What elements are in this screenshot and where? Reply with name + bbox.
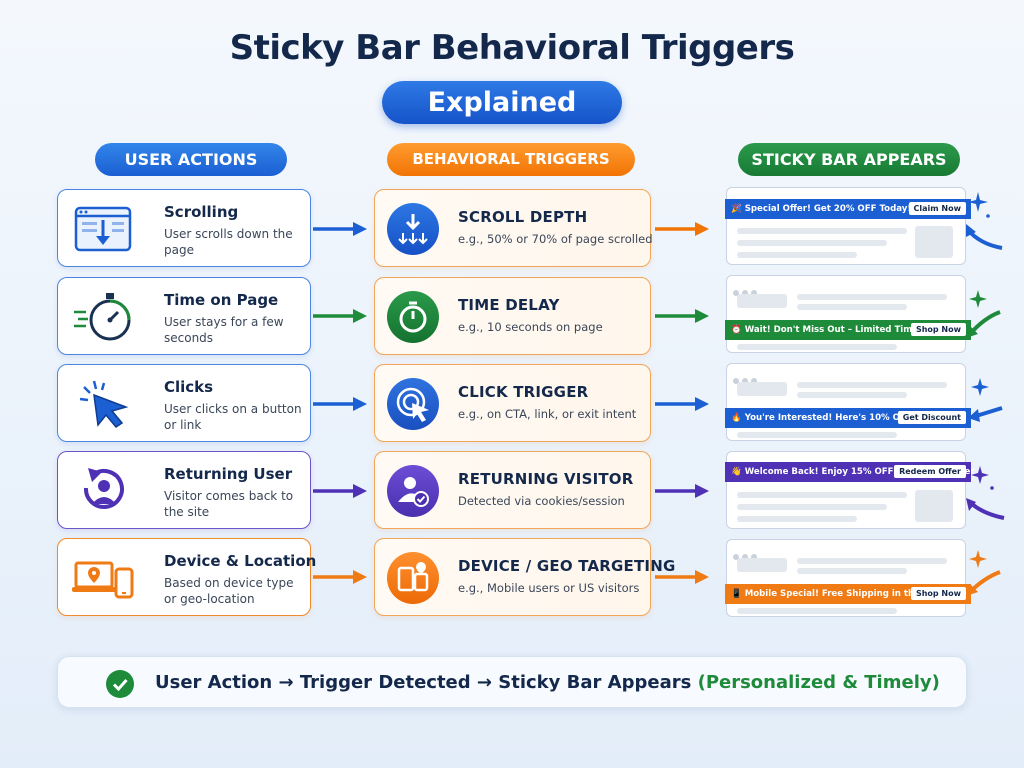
- user-action-desc: User stays for a few seconds: [164, 315, 284, 345]
- summary-footer: User Action → Trigger Detected → Sticky …: [57, 656, 967, 708]
- sparkle-icon: [966, 290, 1001, 338]
- trigger-desc: e.g., 10 seconds on page: [458, 320, 603, 334]
- column-header-sticky-bar: STICKY BAR APPEARS: [738, 143, 960, 176]
- sticky-bar-cta-button[interactable]: Shop Now: [910, 587, 966, 600]
- user-action-desc: User clicks on a button or link: [164, 402, 302, 432]
- trigger-title: SCROLL DEPTH: [458, 208, 588, 226]
- verified-user-icon: [387, 465, 439, 517]
- sticky-bar-text: 👋 Welcome Back! Enjoy 15% OFF Your Next …: [731, 467, 975, 477]
- trigger-card-device-geo-targeting: DEVICE / GEO TARGETING e.g., Mobile user…: [374, 538, 675, 616]
- summary-flow: User Action → Trigger Detected → Sticky …: [155, 672, 692, 693]
- sticky-bar: 🎉 Special Offer! Get 20% OFF Today! Clai…: [725, 199, 971, 219]
- user-action-title: Scrolling: [164, 203, 239, 221]
- sparkle-icon: [968, 378, 1003, 422]
- arrow-icon: [313, 222, 367, 236]
- sticky-bar-preview: 📱 Mobile Special! Free Shipping in the U…: [725, 539, 971, 617]
- sticky-bar-text: 🎉 Special Offer! Get 20% OFF Today!: [731, 204, 912, 214]
- trigger-card-click-trigger: CLICK TRIGGER e.g., on CTA, link, or exi…: [374, 364, 651, 442]
- sticky-bar-cta-button[interactable]: Get Discount: [897, 411, 966, 424]
- trigger-title: DEVICE / GEO TARGETING: [458, 557, 676, 575]
- user-action-card-returning-user: Returning User Visitor comes back to the…: [57, 451, 311, 529]
- cursor-click-icon: [72, 377, 134, 431]
- page-title: Sticky Bar Behavioral Triggers: [229, 28, 795, 68]
- arrow-icon: [655, 484, 709, 498]
- scroll-down-arrows-icon: [387, 203, 439, 255]
- sticky-bar-text: 🔥 You're Interested! Here's 10% OFF 🎉: [731, 413, 926, 423]
- sticky-bar: 📱 Mobile Special! Free Shipping in the U…: [725, 584, 971, 604]
- sparkle-icon: [966, 192, 1003, 250]
- sticky-bar-preview: 🔥 You're Interested! Here's 10% OFF 🎉 Ge…: [725, 363, 971, 441]
- trigger-title: TIME DELAY: [458, 296, 560, 314]
- trigger-card-time-delay: TIME DELAY e.g., 10 seconds on page: [374, 277, 651, 355]
- user-action-card-clicks: Clicks User clicks on a button or link: [57, 364, 311, 442]
- user-action-card-device-location: Device & Location Based on device type o…: [57, 538, 316, 616]
- check-circle-icon: [106, 670, 134, 698]
- user-action-desc: User scrolls down the page: [164, 227, 293, 257]
- arrow-icon: [313, 484, 367, 498]
- trigger-card-returning-visitor: RETURNING VISITOR Detected via cookies/s…: [374, 451, 651, 529]
- arrow-icon: [655, 222, 709, 236]
- user-action-title: Clicks: [164, 378, 214, 396]
- sticky-bar: 🔥 You're Interested! Here's 10% OFF 🎉 Ge…: [725, 408, 971, 428]
- sticky-bar: ⏰ Wait! Don't Miss Out – Limited Time De…: [725, 320, 971, 340]
- sticky-bar-cta-button[interactable]: Redeem Offer: [894, 465, 966, 478]
- arrow-icon: [313, 397, 367, 411]
- column-header-user-actions: USER ACTIONS: [95, 143, 287, 176]
- user-action-card-time-on-page: Time on Page User stays for a few second…: [57, 277, 311, 355]
- sticky-bar-text: 📱 Mobile Special! Free Shipping in the U…: [731, 589, 941, 599]
- user-action-desc: Visitor comes back to the site: [164, 489, 294, 519]
- user-action-title: Returning User: [164, 465, 293, 483]
- scroll-page-icon: [72, 202, 134, 256]
- arrow-icon: [655, 309, 709, 323]
- sticky-bar-cta-button[interactable]: Claim Now: [908, 202, 966, 215]
- user-action-desc: Based on device type or geo-location: [164, 576, 294, 606]
- devices-location-icon: [72, 551, 134, 605]
- subtitle-pill: Explained: [382, 81, 622, 124]
- trigger-desc: Detected via cookies/session: [458, 494, 625, 508]
- timer-icon: [387, 291, 439, 343]
- trigger-desc: e.g., 50% or 70% of page scrolled: [458, 232, 653, 246]
- sticky-bar-preview: ⏰ Wait! Don't Miss Out – Limited Time De…: [725, 275, 971, 353]
- sticky-bar-cta-button[interactable]: Shop Now: [910, 323, 966, 336]
- sticky-bar: 👋 Welcome Back! Enjoy 15% OFF Your Next …: [725, 462, 975, 482]
- column-header-behavioral-triggers: BEHAVIORAL TRIGGERS: [387, 143, 635, 176]
- trigger-desc: e.g., on CTA, link, or exit intent: [458, 407, 637, 421]
- sticky-bar-preview: 🎉 Special Offer! Get 20% OFF Today! Clai…: [725, 187, 971, 265]
- trigger-card-scroll-depth: SCROLL DEPTH e.g., 50% or 70% of page sc…: [374, 189, 653, 267]
- user-action-title: Time on Page: [164, 291, 279, 309]
- trigger-desc: e.g., Mobile users or US visitors: [458, 581, 640, 595]
- sticky-bar-preview: 👋 Welcome Back! Enjoy 15% OFF Your Next …: [725, 451, 975, 529]
- summary-text: User Action → Trigger Detected → Sticky …: [155, 672, 940, 693]
- trigger-title: CLICK TRIGGER: [458, 383, 589, 401]
- arrow-icon: [655, 570, 709, 584]
- summary-highlight: (Personalized & Timely): [697, 672, 940, 693]
- arrow-icon: [313, 309, 367, 323]
- arrow-icon: [313, 570, 367, 584]
- arrow-icon: [655, 397, 709, 411]
- stopwatch-icon: [72, 290, 134, 344]
- device-geo-icon: [387, 552, 439, 604]
- user-action-card-scrolling: Scrolling User scrolls down the page: [57, 189, 311, 267]
- trigger-title: RETURNING VISITOR: [458, 470, 634, 488]
- sticky-bar-text: ⏰ Wait! Don't Miss Out – Limited Time De…: [731, 325, 947, 335]
- user-action-title: Device & Location: [164, 552, 317, 570]
- sparkle-icon: [966, 550, 1001, 596]
- returning-user-icon: [72, 464, 134, 518]
- sparkle-icon: [966, 466, 1005, 520]
- click-target-icon: [387, 378, 439, 430]
